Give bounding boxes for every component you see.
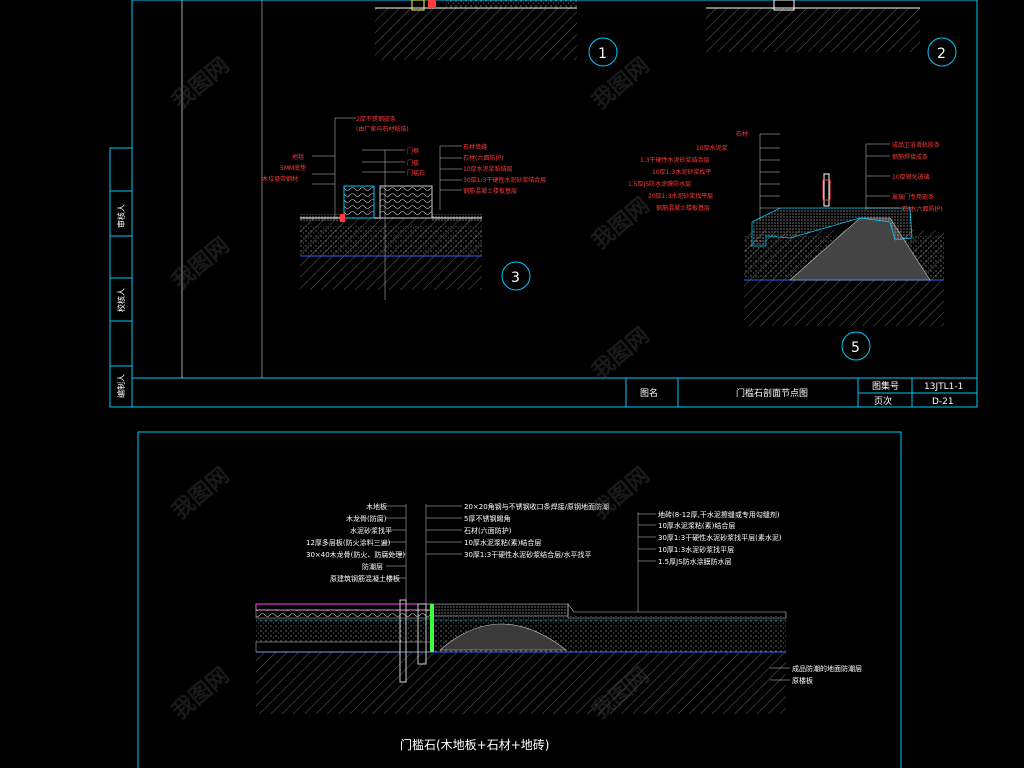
title-page-label: 页次 xyxy=(874,395,892,407)
watermark-text: 我图网 xyxy=(168,463,235,525)
watermark-text: 我图网 xyxy=(588,53,655,115)
d5-label-stone: 石材 xyxy=(736,130,748,138)
detail-number-2: 2 xyxy=(937,46,946,62)
db-label-tile-mortar: 30厚1:3干硬性水泥砂浆找平层(素水泥) xyxy=(658,533,782,542)
d3-label-underlay: 5MM底垫 xyxy=(280,164,306,172)
db-label-angle: 20×20角钢与不锈钢收口条焊接/原钢地面防潮 xyxy=(464,502,609,511)
db-label-ground-moisture: 成品防潮的地面防潮层 xyxy=(792,664,862,673)
detail-3: 2厚不锈钢嵌条 (由厂家与石材粘结) 地毯 5MM底垫 木垃圾带钢材 门框 门槛… xyxy=(262,115,546,300)
db-label-tile-leveling: 10厚1:3水泥砂浆找平层 xyxy=(658,545,734,554)
d5-label-stone-protect: 石材(六面防护) xyxy=(902,205,943,213)
detail-number-5: 5 xyxy=(851,340,860,356)
d3-label-strip: 2厚不锈钢嵌条 xyxy=(356,115,396,123)
watermark-text: 我图网 xyxy=(168,663,235,725)
db-label-skirting: 5厚不锈钢踢角 xyxy=(464,514,510,523)
side-signature-block: 审核人 校核人 编制人 xyxy=(109,147,133,408)
detail-1: 1 xyxy=(375,0,618,67)
d3-label-slab: 钢筋混凝土楼板基层 xyxy=(463,187,517,195)
d5-label-strip: 玻璃门专用嵌条 xyxy=(892,193,934,201)
watermark-text: 我图网 xyxy=(588,323,655,385)
title-block: 图名 门槛石剖面节点图 图集号 13JTL1-1 页次 D-21 xyxy=(625,378,977,407)
detail-number-1: 1 xyxy=(598,46,607,62)
d5-label-leveling-20: 20厚1:3水泥砂浆找平层 xyxy=(648,192,713,200)
d3-label-joint: 石材填缝 xyxy=(463,143,487,151)
watermark-text: 我图网 xyxy=(588,193,655,255)
d5-label-slurry: 10厚水泥浆 xyxy=(696,144,728,152)
watermark-text: 我图网 xyxy=(168,233,235,295)
detail-b-title: 门槛石(木地板+石材+地砖) xyxy=(400,737,549,752)
side-label-author: 编制人 xyxy=(116,374,126,398)
d5-label-slab: 钢筋混凝土楼板基层 xyxy=(656,204,710,212)
d5-label-bar: 钢筋焊接成条 xyxy=(892,153,928,161)
db-label-stone: 石材(六面防护) xyxy=(464,526,512,535)
db-label-tile: 地砖(8-12厚,干水泥擦缝或专用勾缝剂) xyxy=(658,510,780,519)
d3-label-sill-stone: 门槛石 xyxy=(407,169,425,177)
db-label-waterproof: 1.5厚JS防水涂膜防水层 xyxy=(658,557,732,566)
title-code-label: 图集号 xyxy=(872,380,899,392)
db-label-keel-30x40: 30×40木龙骨(防火、防腐处理) xyxy=(306,550,405,559)
d3-label-carpet: 地毯 xyxy=(292,153,304,161)
title-name-value: 门槛石剖面节点图 xyxy=(736,387,808,399)
d3-label-sill: 门槛 xyxy=(407,159,419,167)
lower-sheet: 木地板 木龙骨(防腐) 水泥砂浆找平 12厚多层板(防火涂料三遍) 30×40木… xyxy=(137,431,902,768)
d3-label-doorframe: 门框 xyxy=(407,147,419,155)
d3-label-gripper: 木垃圾带钢材 xyxy=(262,175,298,183)
d5-label-leveling: 10厚1:3水泥砂浆找平 xyxy=(652,168,711,176)
detail-2: 2 xyxy=(706,0,957,67)
d3-label-slurry: 10厚水泥浆粘结层 xyxy=(463,165,513,173)
side-label-reviewer: 审核人 xyxy=(116,204,126,228)
watermark-text: 我图网 xyxy=(168,53,235,115)
db-label-tile-slurry: 10厚水泥浆粘(素)结合层 xyxy=(658,521,735,530)
detail-number-3: 3 xyxy=(511,270,520,286)
db-label-original-slab: 原楼板 xyxy=(792,676,813,685)
side-label-checker: 校核人 xyxy=(116,288,126,312)
detail-5: 石材 10厚水泥浆 1:3干硬性水泥砂浆结合层 10厚1:3水泥砂浆找平 1.5… xyxy=(628,130,944,361)
watermark-text: 我图网 xyxy=(588,463,655,525)
d5-label-mortar: 1:3干硬性水泥砂浆结合层 xyxy=(640,156,710,164)
db-label-slurry: 10厚水泥浆粘(素)结合层 xyxy=(464,538,541,547)
d3-label-strip-note: (由厂家与石材粘结) xyxy=(356,125,409,133)
db-label-plywood: 12厚多层板(防火涂料三遍) xyxy=(306,538,391,547)
db-label-leveling: 水泥砂浆找平 xyxy=(350,526,392,535)
d5-label-waterproof: 1.5厚JS防水涂膜防水层 xyxy=(628,180,691,188)
d3-label-mortar: 30厚1:3干硬性水泥砂浆结合层 xyxy=(463,176,546,184)
db-label-wood-floor: 木地板 xyxy=(366,502,387,511)
d3-label-stone: 石材(六面防护) xyxy=(463,154,504,162)
db-label-moisture: 防潮层 xyxy=(362,562,383,571)
d5-label-seal: 成品卫浴滑轨胶条 xyxy=(892,141,940,149)
d5-label-glass: 10厚钢化玻璃 xyxy=(892,173,930,181)
title-name-label: 图名 xyxy=(640,387,658,399)
db-label-mortar: 30厚1:3干硬性水泥砂浆结合层/水平找平 xyxy=(464,550,592,559)
db-label-slab: 原建筑钢筋混凝土楼板 xyxy=(330,574,400,583)
title-page-value: D-21 xyxy=(932,397,954,407)
db-label-keel: 木龙骨(防腐) xyxy=(346,514,387,523)
title-code-value: 13JTL1-1 xyxy=(924,382,963,392)
upper-sheet: 审核人 校核人 编制人 图名 门槛石剖面节点图 图集号 13JTL1-1 页次 … xyxy=(109,0,978,408)
